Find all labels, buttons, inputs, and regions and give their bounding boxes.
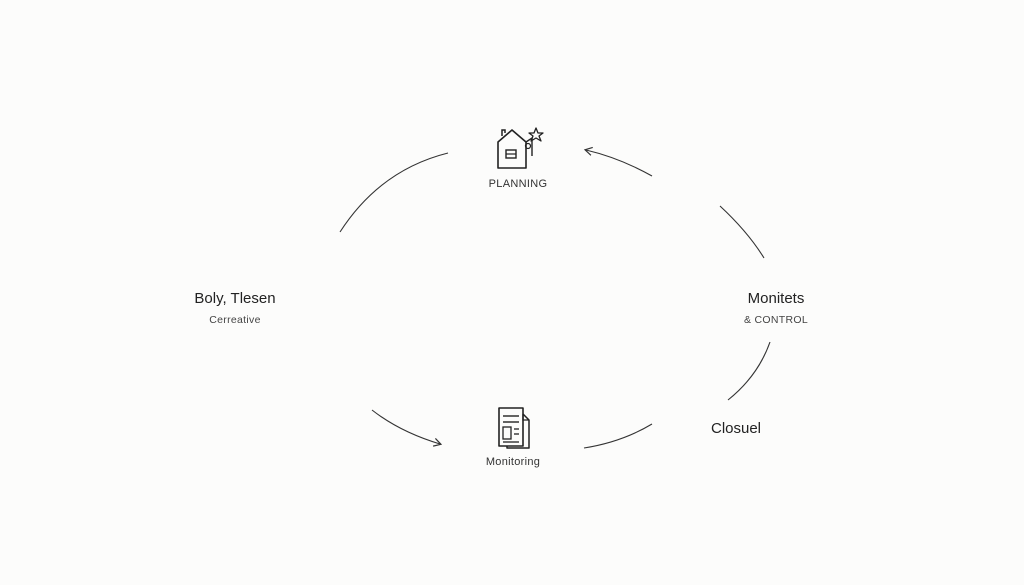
document-icon <box>463 406 563 450</box>
planning-label: PLANNING <box>488 178 548 190</box>
connector-closure-to-monitoring <box>583 423 653 449</box>
left-phase-title: Boly, Tlesen <box>194 290 276 307</box>
right-phase-node: Monitets & CONTROL <box>716 290 836 326</box>
planning-node: PLANNING <box>468 126 568 190</box>
connector-right-to-planning <box>583 146 653 177</box>
right-phase-subtitle: & CONTROL <box>744 314 808 326</box>
closure-title: Closuel <box>710 420 762 437</box>
connector-left-to-planning <box>339 152 449 233</box>
left-phase-node: Boly, Tlesen Cerreative <box>170 290 300 326</box>
monitoring-node: Monitoring <box>463 406 563 468</box>
monitoring-label: Monitoring <box>485 456 541 468</box>
connector-left-to-monitoring <box>371 409 443 447</box>
left-phase-subtitle: Cerreative <box>209 314 261 326</box>
connector-lower-right <box>727 341 771 401</box>
closure-node: Closuel <box>696 420 776 437</box>
connector-upper-right <box>719 205 765 259</box>
house-star-icon <box>468 126 568 172</box>
right-phase-title: Monitets <box>747 290 805 307</box>
